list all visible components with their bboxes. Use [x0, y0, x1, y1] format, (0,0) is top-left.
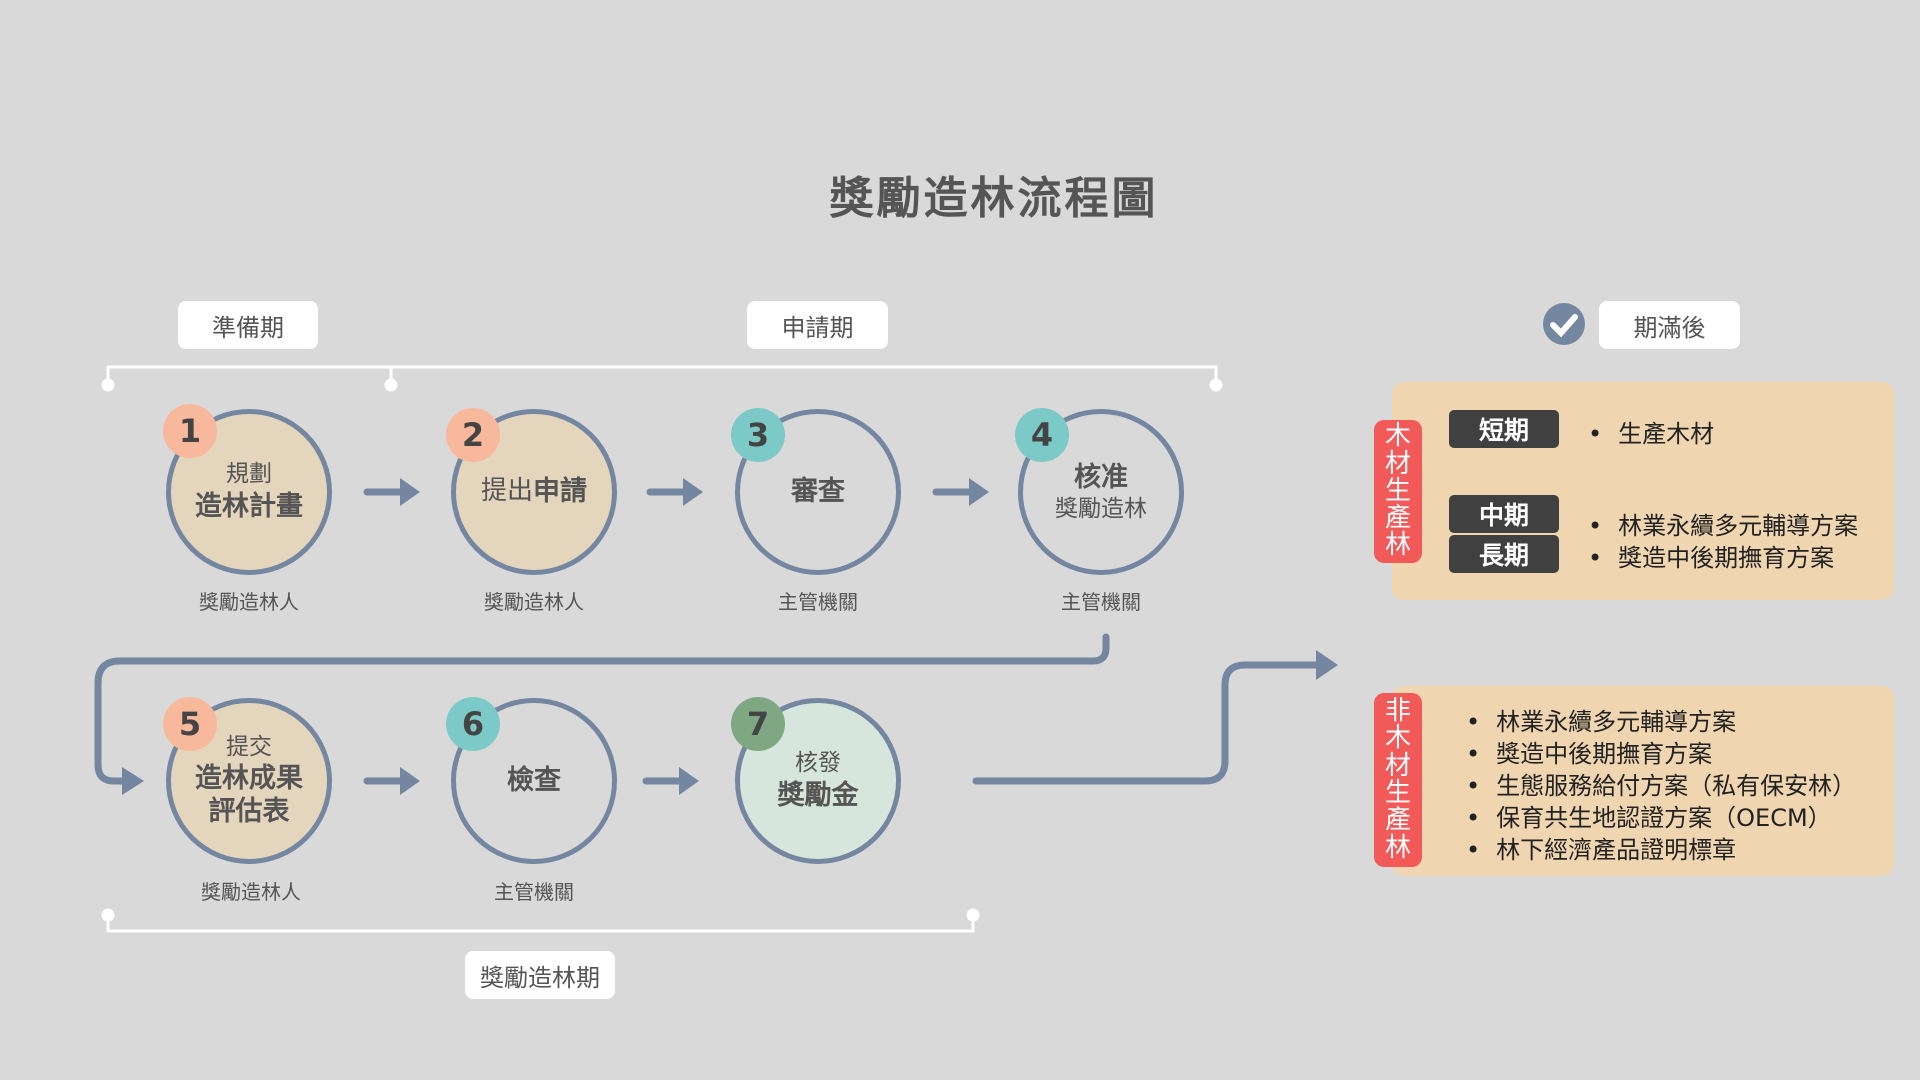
step-5-line3: 評估表: [208, 796, 290, 828]
phase-prep-label: 準備期: [178, 301, 318, 349]
step-1-badge: 1: [163, 404, 217, 458]
nontimber-item: 林業永續多元輔導方案: [1466, 702, 1736, 737]
tab-char: 材: [1384, 750, 1411, 781]
step-1-actor: 獎勵造林人: [199, 590, 299, 614]
step-5-line1: 提交: [226, 733, 272, 760]
nontimber-tab: 非木材生產林: [1374, 693, 1422, 867]
timber-item: 獎造中後期撫育方案: [1588, 538, 1834, 573]
step-4-circle: 核准 獎勵造林: [1018, 409, 1184, 575]
step-1-line1: 規劃: [226, 460, 272, 487]
phase-reward-label: 獎勵造林期: [465, 951, 615, 999]
tab-char: 生: [1384, 475, 1411, 506]
phase-after-label: 期滿後: [1599, 301, 1740, 349]
nontimber-item: 生態服務給付方案（私有保安林）: [1466, 766, 1856, 801]
step-4-line2: 獎勵造林: [1055, 495, 1147, 522]
tab-char: 林: [1384, 530, 1411, 561]
outcome-connector: [972, 661, 1324, 785]
nontimber-item: 林下經濟產品證明標章: [1466, 830, 1736, 865]
step-6-circle: 檢查: [451, 698, 617, 864]
step-3-badge: 3: [731, 408, 785, 462]
step-2-circle: 提出 申請: [451, 409, 617, 575]
step-4-actor: 主管機關: [1061, 590, 1141, 614]
timber-item: 生產木材: [1588, 414, 1714, 449]
step-4-badge: 4: [1015, 408, 1069, 462]
step-5-actor: 獎勵造林人: [201, 880, 301, 904]
step-7-line1: 核發: [795, 749, 841, 776]
check-icon: [1543, 303, 1585, 345]
step-3-actor: 主管機關: [778, 590, 858, 614]
step-5-line2: 造林成果: [195, 762, 303, 794]
nontimber-item: 獎造中後期撫育方案: [1466, 734, 1712, 769]
timber-tab: 木材生產林: [1374, 420, 1422, 563]
short-term-pill: 短期: [1449, 410, 1559, 448]
phase-apply-label: 申請期: [747, 301, 888, 349]
wrap-connector: [94, 633, 1110, 785]
tab-char: 非: [1384, 696, 1411, 727]
nontimber-item: 保育共生地認證方案（OECM）: [1466, 798, 1832, 833]
tab-char: 林: [1384, 832, 1411, 863]
tab-char: 木: [1384, 421, 1411, 452]
step-3-line2: 審查: [791, 476, 845, 508]
timber-item: 林業永續多元輔導方案: [1588, 506, 1858, 541]
mid-term-pill: 中期: [1449, 495, 1559, 533]
step-5-badge: 5: [163, 697, 217, 751]
step-2-line2: 申請: [533, 476, 587, 508]
step-2-actor: 獎勵造林人: [484, 590, 584, 614]
step-7-line2: 獎勵金: [777, 780, 859, 812]
step-2-badge: 2: [446, 408, 500, 462]
tab-char: 生: [1384, 778, 1411, 808]
step-3-circle: 審查: [735, 409, 901, 575]
step-4-line1: 核准: [1074, 461, 1128, 493]
top-bracket: [106, 365, 1218, 385]
tab-char: 產: [1384, 503, 1411, 534]
step-6-badge: 6: [446, 697, 500, 751]
tab-char: 木: [1384, 723, 1411, 754]
tab-char: 產: [1384, 805, 1411, 836]
step-1-line2: 造林計畫: [195, 491, 303, 523]
step-6-line2: 檢查: [507, 765, 561, 797]
bottom-bracket: [106, 915, 975, 933]
step-2-line1: 提出: [480, 476, 533, 507]
step-arrows: [363, 488, 978, 785]
page-title: 獎勵造林流程圖: [829, 173, 1159, 224]
long-term-pill: 長期: [1449, 535, 1559, 573]
step-6-actor: 主管機關: [494, 880, 574, 904]
tab-char: 材: [1384, 448, 1411, 479]
step-7-badge: 7: [731, 697, 785, 751]
